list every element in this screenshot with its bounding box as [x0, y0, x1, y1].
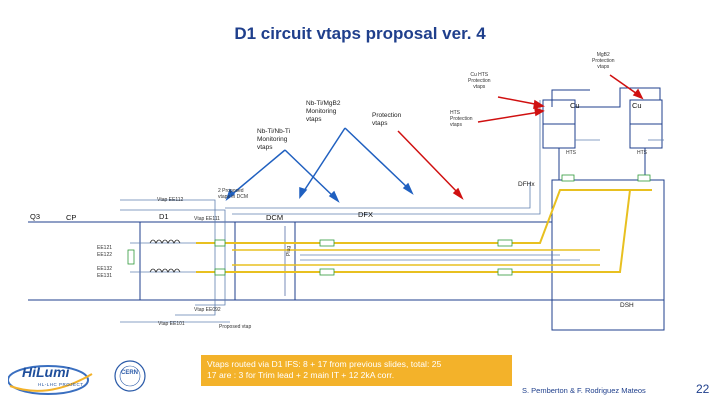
vtap-wires: [120, 100, 664, 323]
cp-label: CP: [66, 213, 77, 222]
connectors: [127, 174, 651, 276]
d1-magnet-box: [139, 221, 236, 301]
cern-logo-text: CERN: [121, 370, 139, 376]
hts-left-label: HTS: [566, 150, 576, 156]
bus-bars: [196, 189, 652, 273]
bus-bar-lower: [196, 189, 631, 273]
monitoring-arrows: [225, 127, 414, 203]
connector: [214, 239, 226, 247]
cern-ring-icon: [114, 360, 146, 392]
ee121-label: EE121: [97, 245, 113, 251]
arrow-blue-2: [301, 127, 346, 195]
connector: [637, 174, 651, 182]
magnet-boxes: [28, 221, 664, 301]
summary-box: Vtaps routed via D1 IFS: 8 + 17 from pre…: [201, 355, 512, 386]
vtap-ee101-label: Vtap EE101: [158, 321, 185, 327]
arrow-red-1: [397, 130, 461, 196]
protection-vtaps-label: Protection vtaps: [372, 112, 402, 127]
coil-lower: [149, 268, 181, 273]
plug-label: Plug: [286, 245, 292, 256]
dfhx-label: DFHx: [518, 181, 535, 188]
cu-left-label: Cu: [570, 101, 580, 110]
dcm-label: DCM: [266, 213, 284, 222]
dsh-label: DSH: [620, 302, 634, 309]
connector: [319, 239, 335, 247]
connector: [127, 249, 135, 265]
dfhx-structure: [542, 87, 665, 331]
proposed-vtap-label: Proposed vtap: [219, 324, 252, 330]
ee132-label: EE132: [97, 266, 113, 272]
summary-line-2: 17 are : 3 for Trim lead + 2 main IT + 1…: [207, 370, 395, 380]
mgb2-protection-label: MgB2 Protection vtaps: [592, 52, 615, 70]
ee122-label: EE122: [97, 252, 113, 258]
vtap-ee111-label: Vtap EE111: [194, 216, 220, 222]
hilumi-swoosh-icon: [7, 365, 93, 395]
cern-logo: CERN: [113, 357, 147, 395]
bus-bar-upper: [196, 189, 652, 244]
coil-symbols: [149, 239, 181, 273]
slide-title: D1 circuit vtaps proposal ver. 4: [234, 24, 486, 43]
arrow-blue-3: [229, 149, 286, 197]
connector: [497, 268, 513, 276]
d1-label: D1: [159, 212, 169, 221]
page-number: 22: [696, 382, 710, 396]
arrow-red-4: [609, 74, 641, 97]
proposed-vtaps-dcm-label: 2 Proposed vtaps in DCM: [218, 188, 249, 200]
author-credit: S. Pemberton & F. Rodriguez Mateos: [522, 386, 646, 395]
hts-right-label: HTS: [637, 150, 647, 156]
connector: [561, 174, 575, 182]
hilumi-logo-text: HiLumi: [22, 364, 70, 380]
dcm-box: [234, 221, 296, 301]
connector: [214, 268, 226, 276]
nbti-nbti-monitoring-label: Nb-Ti/Nb-Ti Monitoring vtaps: [257, 128, 291, 151]
arrow-blue-4: [284, 149, 336, 199]
connector: [497, 239, 513, 247]
q3-label: Q3: [30, 212, 41, 221]
cu-hts-protection-label: Cu HTS Protection vtaps: [468, 72, 491, 90]
hilumi-logo-sub: HL-LHC PROJECT: [38, 382, 84, 387]
arrow-red-2: [477, 111, 541, 123]
protection-arrows: [397, 74, 644, 200]
vtap-ee112-label: Vtap EE112: [157, 197, 184, 203]
vtap-ee092-label: Vtap EE092: [194, 307, 221, 313]
arrow-red-3: [497, 96, 541, 106]
summary-line-1: Vtaps routed via D1 IFS: 8 + 17 from pre…: [207, 359, 442, 369]
cu-right-label: Cu: [632, 101, 642, 110]
hts-protection-label: HTS Protection vtaps: [450, 110, 473, 128]
dfx-outer-box: [551, 179, 665, 331]
ee131-label: EE131: [97, 273, 113, 279]
arrow-blue-1: [344, 127, 411, 191]
nbti-mgb2-monitoring-label: Nb-Ti/MgB2 Monitoring vtaps: [306, 100, 341, 123]
dfx-label: DFX: [358, 210, 373, 219]
coil-upper: [149, 239, 181, 244]
hilumi-logo: HiLumi HL-LHC PROJECT: [7, 360, 100, 398]
connector: [319, 268, 335, 276]
